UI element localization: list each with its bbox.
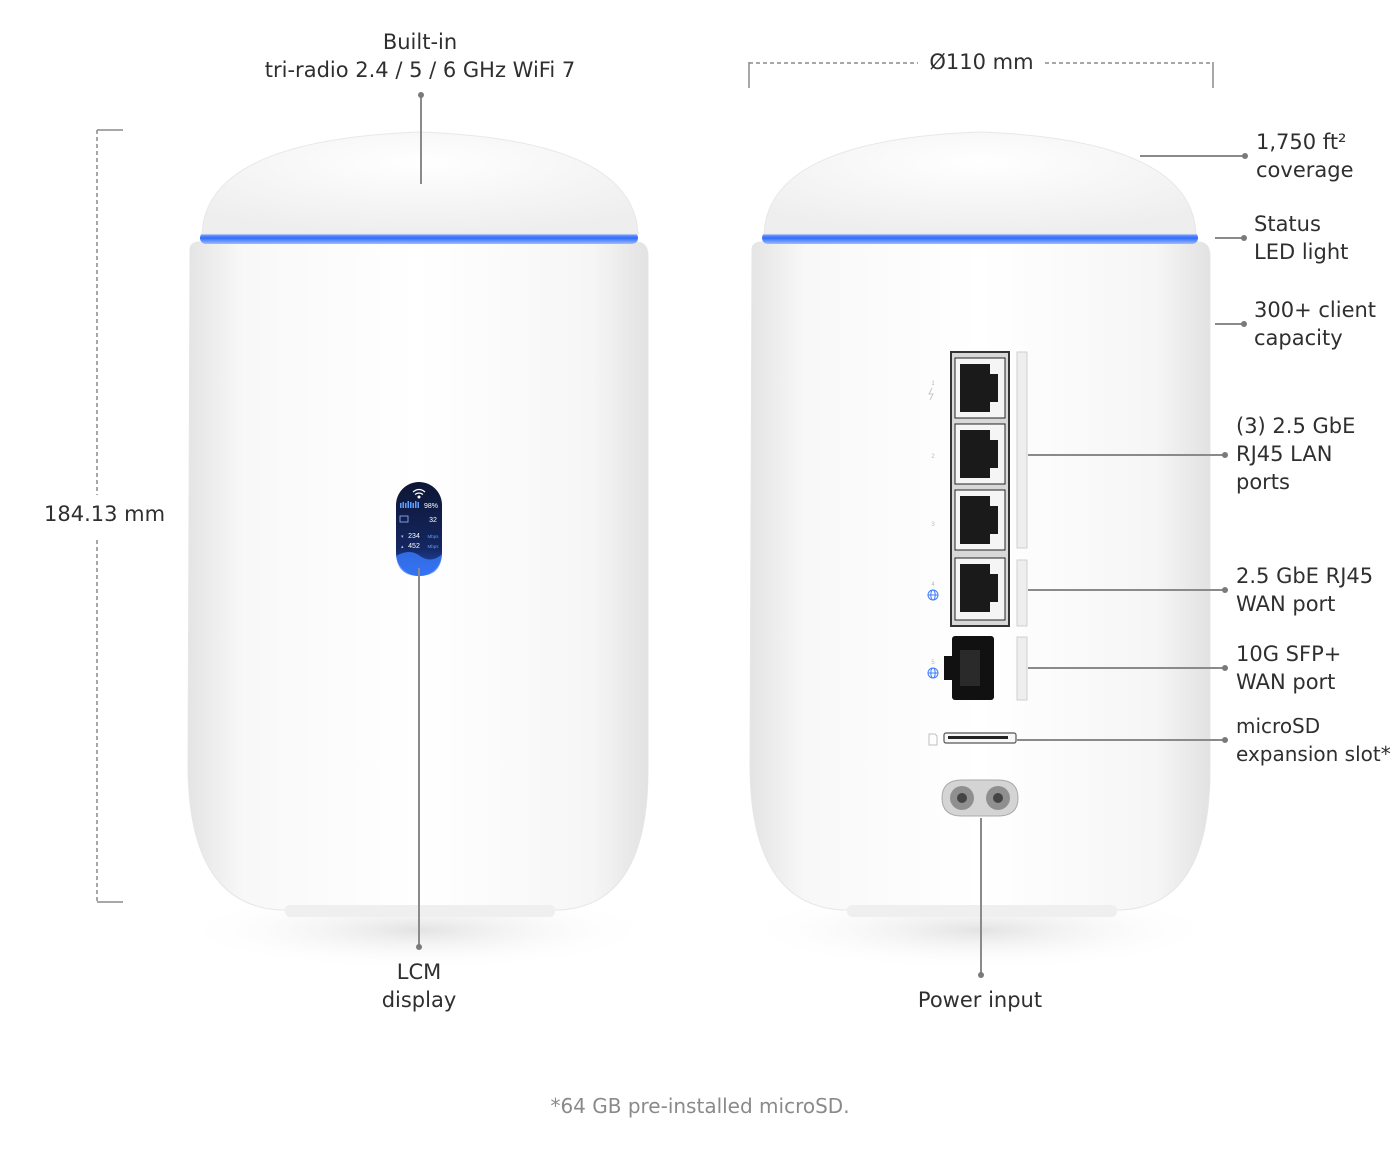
wifi-label-line2: tri-radio 2.4 / 5 / 6 GHz WiFi 7 [264, 58, 576, 82]
sd-callout-line [1017, 739, 1224, 741]
wifi-icon [412, 488, 426, 499]
sd-label-line1: microSD [1236, 714, 1321, 738]
back-led-ring [762, 232, 1198, 244]
footnote: *64 GB pre-installed microSD. [550, 1094, 850, 1118]
diameter-label: Ø110 mm [929, 50, 1034, 74]
port-number-labels: 1 2 3 4 5 [931, 381, 935, 666]
diameter-dimension [748, 62, 1214, 88]
rj45-port-2 [954, 423, 1006, 485]
port-number-2: 2 [931, 454, 935, 460]
lcm-label-line2: display [381, 988, 457, 1012]
screen-down-unit: Mbps [427, 534, 439, 539]
led-callout-dot [1241, 235, 1247, 241]
clients-callout-line [1215, 323, 1243, 325]
screen-clients: 32 [429, 517, 437, 524]
lan-label-line3: ports [1236, 470, 1290, 494]
coverage-callout-dot [1242, 153, 1248, 159]
wan-bracket [1016, 559, 1028, 627]
led-label: Status LED light [1254, 210, 1348, 266]
screen-up-unit: Mbps [427, 544, 439, 549]
device-back: 1 2 3 4 5 [740, 131, 1220, 970]
sd-label-line2: expansion slot* [1236, 742, 1391, 766]
clients-label-line1: 300+ client [1254, 298, 1377, 322]
clients-label: 300+ client capacity [1254, 296, 1376, 352]
sd-card-icon [928, 733, 938, 746]
lan-label-line2: RJ45 LAN [1236, 442, 1333, 466]
led-label-line1: Status [1254, 212, 1321, 236]
poe-icon [928, 387, 934, 401]
globe-icon [927, 589, 939, 601]
led-label-line2: LED light [1254, 240, 1349, 264]
lan-bracket [1016, 351, 1028, 549]
front-base [285, 905, 555, 917]
port-number-5: 5 [931, 660, 935, 666]
lan-label: (3) 2.5 GbE RJ45 LAN ports [1236, 412, 1355, 496]
power-callout-dot [978, 972, 984, 978]
power-label: Power input [917, 988, 1043, 1012]
lcm-callout-line [418, 568, 420, 946]
wan-label: 2.5 GbE RJ45 WAN port [1236, 562, 1373, 618]
sfp-bracket [1016, 636, 1028, 701]
clients-label-line2: capacity [1254, 326, 1343, 350]
screen-battery: 98% [424, 503, 438, 510]
rj45-port-4 [954, 557, 1006, 621]
wifi-label: Built-in tri-radio 2.4 / 5 / 6 GHz WiFi … [240, 28, 600, 84]
height-label: 184.13 mm [44, 502, 166, 526]
led-callout-line [1215, 237, 1243, 239]
coverage-callout-line [1140, 155, 1244, 157]
rj45-port-1 [954, 357, 1006, 419]
sfp-callout-line [1028, 667, 1224, 669]
wan-label-line2: WAN port [1236, 592, 1336, 616]
lcm-label: LCM display [340, 958, 498, 1014]
coverage-label-line2: coverage [1256, 158, 1354, 182]
port-number-3: 3 [931, 522, 935, 528]
screen-client-icon [399, 515, 409, 523]
screen-up: 452 [408, 543, 420, 550]
rj45-port-3 [954, 489, 1006, 551]
power-callout-line [980, 818, 982, 974]
lan-callout-dot [1222, 452, 1228, 458]
port-number-1: 1 [931, 381, 935, 387]
clients-callout-dot [1241, 321, 1247, 327]
wifi-callout-dot [418, 92, 424, 98]
lcm-screen: 98% 32 ▾ 234 Mbps ▴ 452 Mbps [396, 482, 442, 576]
wan-callout-dot [1222, 587, 1228, 593]
wifi-callout-line [420, 94, 422, 184]
sfp-label: 10G SFP+ WAN port [1236, 640, 1341, 696]
signal-bars [400, 501, 419, 508]
port-number-4: 4 [931, 582, 935, 588]
coverage-label: 1,750 ft² coverage [1256, 128, 1354, 184]
power-socket-icon [941, 779, 1019, 817]
wan-label-line1: 2.5 GbE RJ45 [1236, 564, 1374, 588]
front-led-ring [200, 232, 638, 244]
wifi-label-line1: Built-in [382, 30, 458, 54]
sfp-label-line2: WAN port [1236, 670, 1336, 694]
sfp-callout-dot [1222, 665, 1228, 671]
back-base [847, 905, 1117, 917]
lcm-label-line1: LCM [396, 960, 442, 984]
sfp-label-line1: 10G SFP+ [1236, 642, 1342, 666]
coverage-label-line1: 1,750 ft² [1256, 130, 1347, 154]
lcm-callout-dot [416, 944, 422, 950]
screen-up-arrow: ▴ [401, 544, 404, 550]
back-top-cap [763, 131, 1197, 235]
height-dimension [96, 129, 123, 903]
screen-down: 234 [408, 533, 420, 540]
lan-label-line1: (3) 2.5 GbE [1236, 414, 1356, 438]
screen-down-arrow: ▾ [401, 534, 404, 540]
sd-callout-dot [1222, 737, 1228, 743]
globe-icon [927, 667, 939, 679]
wan-callout-line [1028, 589, 1224, 591]
sd-label: microSD expansion slot* [1236, 712, 1391, 768]
lan-callout-line [1028, 454, 1224, 456]
sfp-port [944, 636, 994, 700]
